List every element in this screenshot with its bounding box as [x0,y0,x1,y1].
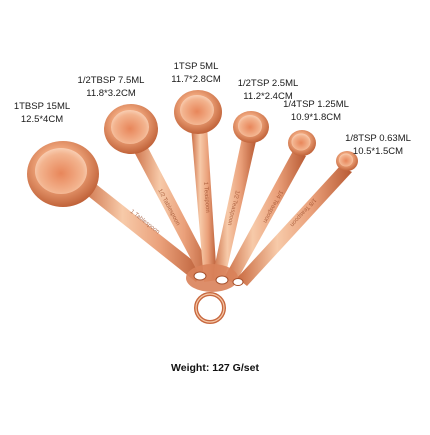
spoon-name: 1/4TSP 1.25ML [283,99,349,110]
spoon-size: 11.7*2.8CM [171,74,221,85]
spoon-name: 1TSP 5ML [173,61,219,72]
bowl-1tsp [174,90,222,134]
label-half-tsp: 1/2TSP 2.5ML 11.2*2.4CM [228,77,308,103]
spoon-name: 1TBSP 15ML [13,101,71,112]
bowl-half-tsp [233,111,269,143]
spoon-size: 10.5*1.5CM [352,146,404,157]
bowl-quarter-tsp [288,130,316,156]
handle-1tsp [191,126,217,282]
engraving-1tsp: 1 Teaspoon [202,182,210,213]
ring-icon [194,292,226,324]
handle-ends [186,264,244,292]
spoon-size: 12.5*4CM [20,114,64,125]
bowl-eighth-tsp [336,151,358,171]
label-1tsp: 1TSP 5ML 11.7*2.8CM [156,60,236,86]
spoon-size: 11.8*3.2CM [86,88,136,99]
label-1tbsp: 1TBSP 15ML 12.5*4CM [2,100,82,126]
spoon-size: 10.9*1.8CM [290,112,342,123]
handle-half-tbsp [131,142,213,280]
spoon-size: 11.2*2.4CM [243,91,293,102]
label-eighth-tsp: 1/8TSP 0.63ML 10.5*1.5CM [330,132,426,158]
spoon-name: 1/2TSP 2.5ML [237,78,299,89]
spoon-bowls [27,90,358,207]
spoon-handles [78,126,352,286]
bowl-1tbsp [27,141,99,207]
handle-quarter-tsp [224,151,306,284]
bowl-half-tbsp [104,104,158,154]
spoon-name: 1/2TBSP 7.5ML [77,75,145,86]
handle-1tbsp [78,181,205,282]
label-half-tbsp: 1/2TBSP 7.5ML 11.8*3.2CM [66,74,156,100]
handle-eighth-tsp [237,166,352,286]
weight-caption: Weight: 127 G/set [171,362,259,374]
label-quarter-tsp: 1/4TSP 1.25ML 10.9*1.8CM [274,98,358,124]
handle-half-tsp [212,138,256,282]
spoon-name: 1/8TSP 0.63ML [345,133,411,144]
